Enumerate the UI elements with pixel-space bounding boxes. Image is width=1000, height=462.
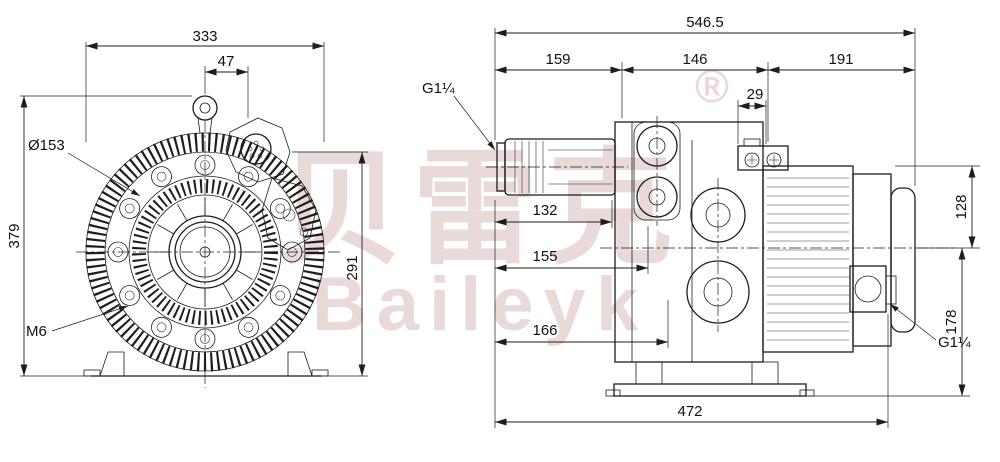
terminal-box <box>737 138 789 171</box>
front-dimensions: 333 47 Ø153 379 M6 291 <box>6 28 368 377</box>
dim-front-inner-height: 291 <box>344 255 361 280</box>
dim-side-seg3: 191 <box>828 51 853 68</box>
dim-side-total: 546.5 <box>686 14 724 31</box>
port-flange-stack <box>633 121 681 221</box>
outer-fin-base-circle <box>104 151 306 353</box>
bore-inner-circle <box>179 226 231 278</box>
side-view: 546.5 159 146 191 29 G1¼ 128 <box>422 14 980 428</box>
lifting-eye <box>192 95 218 134</box>
dim-side-d2: 155 <box>532 248 557 265</box>
dim-front-height: 379 <box>6 223 23 248</box>
dim-side-h-bottom: 178 <box>943 309 960 334</box>
port-top-label: G1¼ <box>422 80 455 97</box>
front-feet <box>83 351 329 377</box>
watermark: 贝雷克 Baileyk ® <box>278 60 730 347</box>
terminal-connector <box>225 117 291 183</box>
dim-side-base: 472 <box>677 403 702 420</box>
dim-side-box: 29 <box>747 86 764 103</box>
port-bottom-label: G1¼ <box>938 334 971 351</box>
motor-cooling-fins <box>767 177 849 341</box>
fan-cover <box>890 187 916 333</box>
discharge-port <box>849 265 897 313</box>
dim-side-h-top: 128 <box>953 194 970 219</box>
outer-cooling-fins <box>85 132 325 372</box>
front-view: 333 47 Ø153 379 M6 291 <box>6 28 368 388</box>
dim-side-seg2: 146 <box>682 51 707 68</box>
bore-circle <box>174 221 236 283</box>
dim-front-width: 333 <box>192 28 217 45</box>
dim-front-eye-offset: 47 <box>218 53 235 70</box>
dim-side-d3: 166 <box>532 322 557 339</box>
bolt-circle <box>107 154 303 350</box>
inner-ring <box>128 175 282 329</box>
dim-side-seg1: 159 <box>545 51 570 68</box>
dim-front-bore: Ø153 <box>28 137 65 154</box>
shaft-center <box>199 246 211 258</box>
hub-circle <box>168 215 242 289</box>
inner-fin-base <box>147 194 263 310</box>
watermark-latin: Baileyk <box>312 262 648 347</box>
dim-side-d1: 132 <box>532 202 557 219</box>
watermark-chinese: 贝雷克 <box>278 140 683 279</box>
blower-housing <box>614 121 764 363</box>
dim-front-thread: M6 <box>26 323 47 340</box>
inner-cooling-fins <box>132 179 278 325</box>
side-dimensions: 546.5 159 146 191 29 G1¼ 128 <box>422 14 980 428</box>
motor <box>737 138 916 353</box>
junction-box-lobe <box>261 177 317 251</box>
side-base <box>605 361 815 397</box>
